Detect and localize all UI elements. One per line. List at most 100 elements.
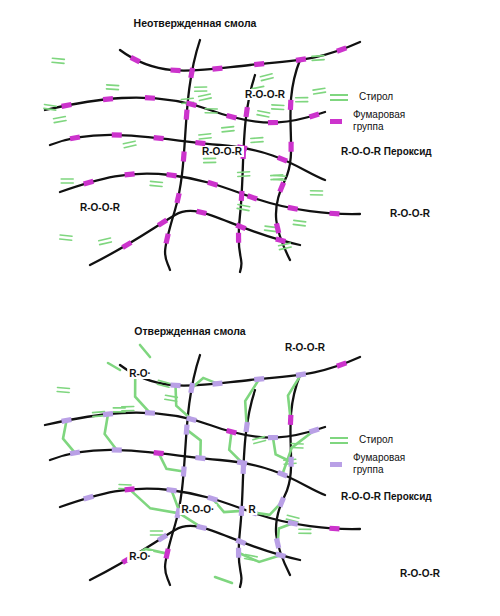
styrene-molecule — [54, 117, 67, 123]
chain-label: R-O-O-R — [388, 203, 432, 221]
styrene-molecule — [257, 111, 270, 117]
legend-item: Фумаровая группа — [330, 109, 420, 133]
styrene-molecule — [123, 141, 136, 148]
styrene-crosslink — [239, 553, 281, 562]
fumarate-group — [288, 415, 294, 425]
polymer-chain — [45, 413, 325, 438]
fumarate-group — [130, 55, 141, 64]
fumarate-group — [196, 524, 207, 531]
fumarate-group — [61, 417, 72, 424]
legend-text: Фумаровая группа — [352, 452, 420, 476]
legend-text: Фумаровая группа — [352, 109, 420, 133]
polymer-chain — [90, 211, 300, 265]
fumarate-group — [236, 233, 241, 243]
fumarate-group — [309, 111, 320, 119]
styrene-crosslink — [278, 523, 293, 543]
styrene-molecule — [313, 88, 325, 94]
legend-item: R-O-O-R Пероксид — [340, 146, 433, 158]
fumarate-group — [336, 360, 347, 368]
legend-swatch — [330, 437, 348, 444]
fumarate-group — [112, 132, 122, 137]
fumarate-group — [275, 236, 286, 244]
label-text: R-O-O-R — [243, 89, 287, 100]
chain-label: R-O-O-R — [200, 141, 244, 159]
fumarate-group — [170, 382, 180, 388]
fumarate-group — [195, 455, 206, 461]
fumarate-group — [296, 56, 307, 63]
fumarate-group — [157, 218, 168, 228]
label-text: R-O-O-R — [388, 208, 432, 219]
styrene-crosslink — [245, 379, 259, 427]
chain-label: R-O-O-R — [398, 563, 442, 581]
fumarate-group — [153, 135, 164, 141]
chain-label: R-O· — [127, 546, 153, 564]
fumarate-group — [241, 464, 247, 474]
fumarate-group — [329, 526, 339, 532]
label-text: R-O-O-R — [78, 202, 122, 213]
styrene-layer — [57, 380, 311, 560]
panel-title: Отвержденная смола — [132, 321, 247, 339]
fumarate-group — [277, 155, 288, 164]
styrene-molecule — [251, 138, 263, 143]
fumarate-group — [153, 450, 164, 456]
styrene-molecule — [222, 127, 234, 132]
styrene-molecule — [61, 179, 73, 183]
fumarate-group — [236, 548, 241, 558]
fumarate-group — [174, 193, 181, 204]
styrene-molecule — [293, 220, 305, 225]
styrene-crosslink — [130, 489, 178, 513]
legend-swatch — [330, 462, 342, 467]
fumarate-group — [239, 191, 245, 201]
fumarate-group — [235, 538, 246, 546]
styrene-chain-end — [140, 345, 150, 357]
label-text: R-O-O· — [180, 504, 217, 515]
fumarate-group — [188, 383, 195, 394]
styrene-molecule — [157, 380, 170, 387]
styrene-molecule — [279, 243, 292, 250]
fumarate-group — [277, 497, 286, 508]
fumarate-group — [287, 520, 298, 527]
fumarate-group — [296, 371, 307, 378]
label-text: R-O· — [127, 368, 153, 379]
fumarate-group — [145, 95, 155, 101]
fumarate-group — [243, 107, 249, 118]
styrene-molecule — [99, 238, 112, 245]
styrene-molecule — [106, 85, 118, 90]
styrene-molecule — [237, 204, 250, 210]
fumarate-group — [336, 45, 347, 53]
fumarate-group — [61, 102, 72, 109]
fumarate-group — [254, 376, 264, 382]
fumarate-group — [247, 193, 258, 201]
polymer-chain — [60, 489, 360, 530]
label-text: R-O-O-R — [398, 568, 442, 579]
polymer-chain — [50, 450, 325, 495]
legend-text: Стирол — [358, 91, 394, 103]
fumarate-group — [275, 551, 286, 559]
styrene-molecule — [60, 235, 72, 240]
styrene-molecule — [296, 98, 308, 102]
styrene-crosslink — [135, 375, 150, 413]
styrene-molecule — [310, 191, 322, 195]
legend-text: R-O-O-R Пероксид — [340, 146, 433, 158]
fumarate-group — [186, 100, 197, 108]
chain-label: R — [246, 499, 257, 517]
styrene-crosslink — [63, 420, 75, 452]
styrene-molecule — [272, 105, 284, 110]
polymer-chain — [120, 42, 360, 71]
fumarate-group — [268, 120, 278, 125]
label-text: R-O-O-R — [200, 146, 244, 157]
fumarate-group — [254, 61, 264, 67]
fumarate-group — [121, 240, 132, 250]
cured-network — [45, 345, 360, 587]
fumarate-group — [103, 411, 113, 417]
fumarate-group — [309, 426, 320, 434]
fumarate-group — [157, 533, 168, 543]
fumarate-group — [186, 415, 197, 423]
styrene-layer — [44, 56, 326, 250]
legend-swatch — [330, 94, 348, 101]
fumarate-group — [226, 428, 237, 436]
styrene-molecule — [205, 109, 217, 113]
fumarate-group — [207, 180, 218, 188]
polymer-chain — [60, 174, 360, 215]
